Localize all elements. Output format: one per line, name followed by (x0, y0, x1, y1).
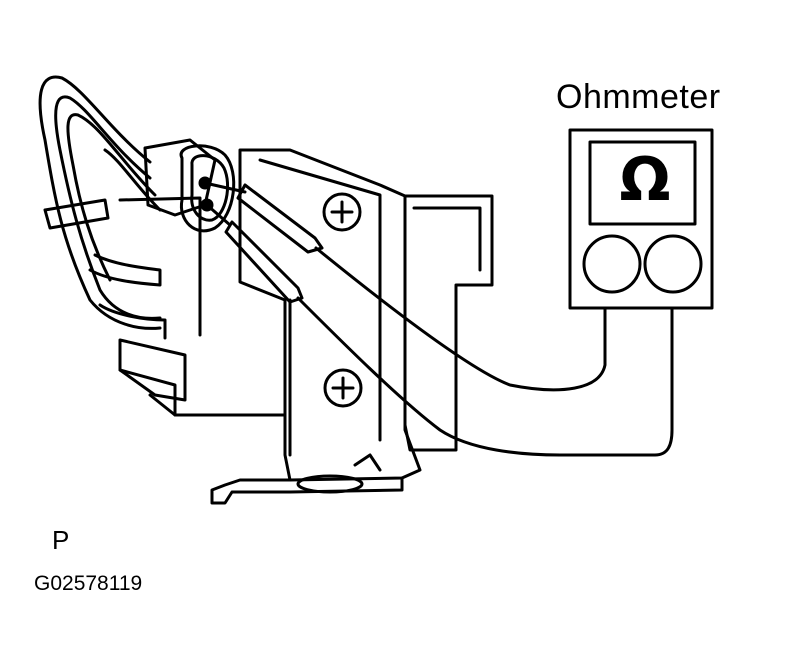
wire-harness (38, 75, 167, 340)
test-lead-upper (314, 246, 607, 392)
ohmmeter-label: Ohmmeter (556, 78, 721, 116)
ohm-symbol-icon: Ω (619, 145, 671, 215)
phillips-screw-icon (322, 192, 362, 232)
meter-terminal-icon (643, 234, 703, 294)
figure-id-label: G02578119 (34, 572, 143, 595)
test-lead-lower (296, 296, 674, 457)
ohmmeter-body (568, 128, 714, 310)
coil-back-housing (118, 194, 494, 452)
view-code-label: P (52, 525, 70, 555)
test-probe-upper (203, 181, 324, 254)
mounting-bracket (210, 148, 422, 505)
meter-terminal-icon (582, 234, 642, 294)
test-probe-lower (205, 203, 304, 304)
phillips-screw-icon (323, 368, 363, 408)
